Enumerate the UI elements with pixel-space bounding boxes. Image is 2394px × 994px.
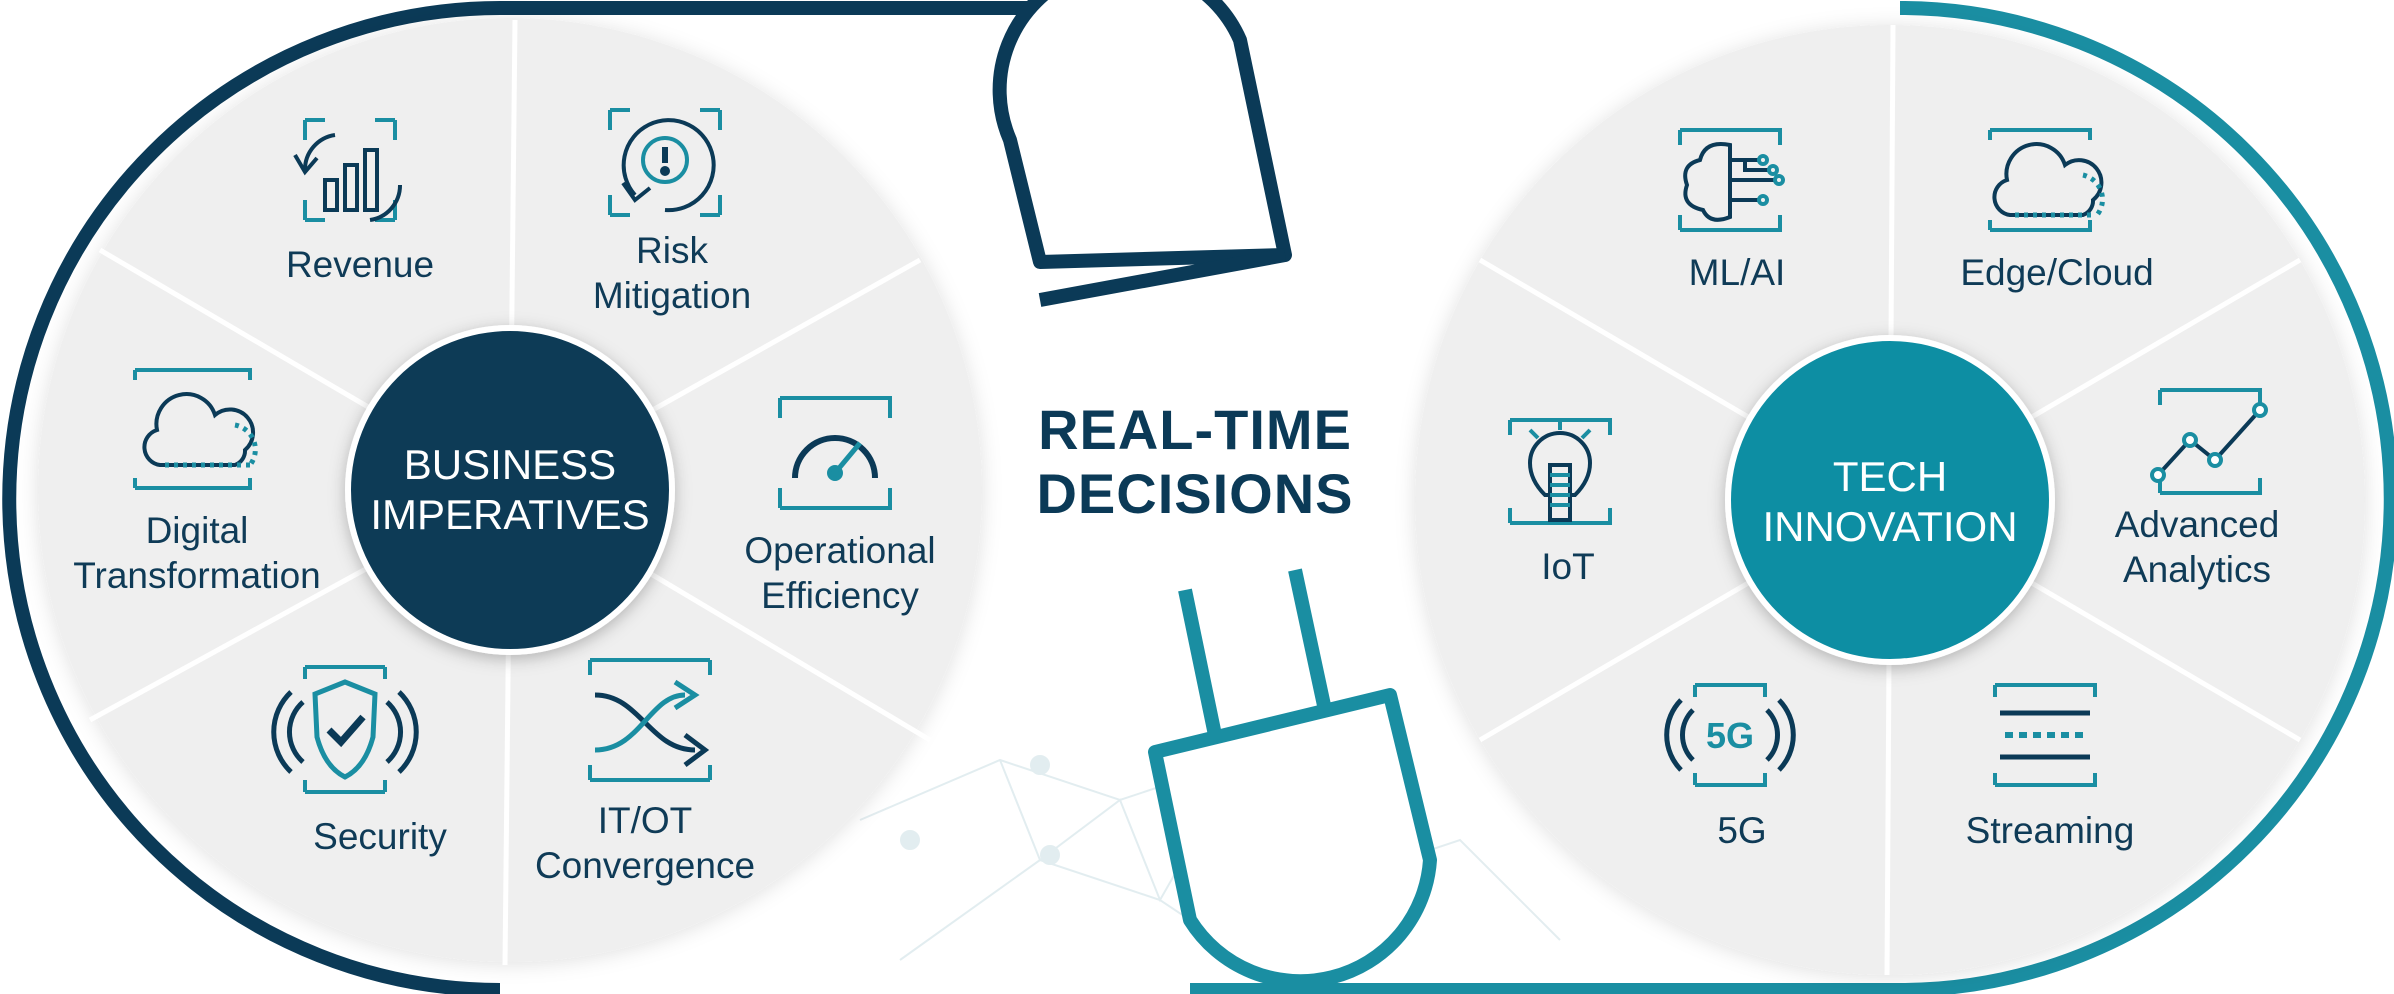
segment-advanced-analytics-label: Advanced Analytics bbox=[2114, 504, 2280, 590]
segment-revenue-label: Revenue bbox=[285, 244, 435, 285]
cloud-icon bbox=[133, 368, 258, 490]
business-hub-line2: IMPERATIVES bbox=[370, 491, 650, 538]
streaming-icon bbox=[1993, 683, 2097, 787]
tech-outer-arc bbox=[1190, 1, 2394, 994]
socket-shape bbox=[992, 0, 1292, 269]
segment-mlai-label: ML/AI bbox=[1688, 252, 1786, 293]
tech-hub bbox=[1725, 335, 2055, 665]
business-hub-line1: BUSINESS bbox=[403, 441, 617, 488]
business-hub-label: BUSINESS IMPERATIVES bbox=[370, 440, 649, 540]
tech-hub-line1: TECH bbox=[1832, 453, 1948, 500]
center-title-line2: DECISIONS bbox=[1036, 462, 1354, 525]
business-outer-arc bbox=[2, 0, 1040, 994]
segment-digital-transformation-label: Digital Transformation bbox=[73, 510, 321, 596]
segment-iot-label: IoT bbox=[1541, 546, 1595, 587]
center-title-line1: REAL-TIME bbox=[1038, 398, 1352, 461]
5g-badge-text: 5G bbox=[1706, 715, 1754, 756]
lightbulb-icon bbox=[1508, 418, 1612, 525]
segment-security-label: Security bbox=[313, 816, 447, 857]
segment-operational-efficiency-label: Operational Efficiency bbox=[744, 530, 936, 616]
revenue-chart-icon bbox=[293, 118, 403, 222]
tech-hub-line2: INNOVATION bbox=[1762, 503, 2018, 550]
risk-alert-icon bbox=[608, 108, 722, 217]
segment-itot-convergence-label: IT/OT Convergence bbox=[534, 800, 756, 886]
business-hub bbox=[345, 325, 675, 655]
line-graph-icon bbox=[2150, 388, 2268, 495]
segment-5g-label: 5G bbox=[1717, 810, 1767, 851]
segment-streaming-label: Streaming bbox=[1965, 810, 2135, 851]
plug-shape bbox=[1148, 568, 1437, 989]
segment-edge-cloud-label: Edge/Cloud bbox=[1960, 252, 2154, 293]
edge-cloud-icon bbox=[1988, 128, 2105, 232]
gauge-icon bbox=[778, 396, 892, 510]
shield-check-icon bbox=[271, 665, 419, 794]
brain-circuit-icon bbox=[1678, 128, 1785, 232]
segment-risk-mitigation-label: Risk Mitigation bbox=[592, 230, 752, 316]
center-title: REAL-TIME DECISIONS bbox=[1036, 398, 1353, 526]
tech-hub-label: TECH INNOVATION bbox=[1762, 452, 2017, 552]
5g-icon: 5G bbox=[1664, 683, 1796, 787]
converging-arrows-icon bbox=[588, 658, 712, 782]
